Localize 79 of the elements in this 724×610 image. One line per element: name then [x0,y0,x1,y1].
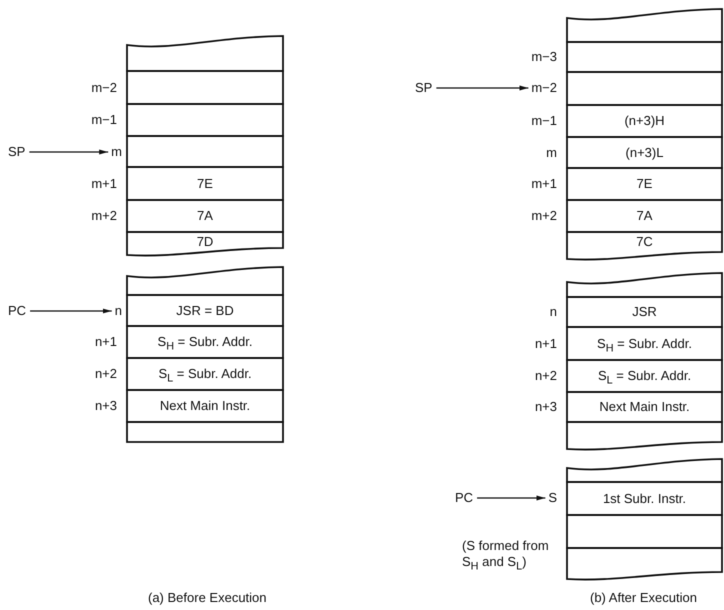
cell-value: 7A [196,208,214,224]
note-text: (S formed from S$_{H}$ and S$_{L}$) [462,538,550,575]
cell-value: 7A [636,208,654,224]
cell-value: 7C [635,234,654,250]
address-label: m+2 [530,208,557,224]
memory-cell [567,8,722,42]
address-label: n+1 [94,334,117,350]
pointer-arrow [30,308,112,314]
pointer-label: m−2 [531,80,557,96]
cell-value: Next Main Instr. [598,399,691,415]
pointer-label: n [114,303,122,319]
address-label: n+1 [534,336,557,352]
memory-cell [567,42,722,72]
memory-cell [127,200,283,232]
memory-cell [567,200,722,232]
memory-cell [567,168,722,200]
cell-value: 7E [636,176,654,192]
pointer-label: m [111,144,122,160]
address-label: m+1 [530,176,557,192]
memory-cell [567,548,722,582]
memory-cell [127,104,283,136]
pointer-label: SP [8,144,26,160]
memory-cell [127,390,283,422]
address-label: m−3 [530,49,557,65]
memory-cell [567,297,722,327]
cell-value: S$_{L}$ = Subr. Addr. [596,368,692,389]
memory-cell [567,105,722,137]
memory-cell [127,35,283,71]
memory-cell [127,358,283,390]
memory-cell [127,326,283,358]
pointer-arrow [477,496,546,500]
memory-cell [127,136,283,167]
cell-value: Next Main Instr. [158,398,252,414]
cell-value: S$_{H}$ = Subr. Addr. [156,334,254,355]
memory-cell [567,360,722,392]
address-label: m+2 [90,208,117,224]
memory-cell [127,266,283,295]
memory-cell [567,137,722,168]
cell-value: S$_{H}$ = Subr. Addr. [596,336,693,356]
pointer-label: S [548,490,557,506]
pointer-arrow [29,150,108,154]
address-label: m−1 [90,112,117,128]
memory-cell [127,295,283,326]
memory-cell [567,272,722,297]
address-label: n+3 [94,398,117,414]
memory-cell [127,232,283,258]
caption-text: (b) After Execution [590,590,697,606]
address-label: m [545,144,557,160]
memory-cell [567,515,722,548]
address-label: n+2 [534,368,557,384]
pointer-arrow [436,86,528,90]
cell-value: 7D [196,234,214,250]
address-label: n+2 [94,366,117,382]
memory-cell [567,482,722,515]
memory-cell [127,167,283,200]
cell-value: JSR = BD [175,302,235,318]
cell-value: (n+3)H [623,113,666,129]
address-label: n+3 [534,399,557,415]
memory-cell [567,72,722,105]
cell-value: (n+3)L [624,144,664,160]
address-label: m−1 [530,113,557,129]
caption-text: (a) Before Execution [148,590,267,606]
cell-value: JSR [631,304,658,320]
pointer-label: PC [455,490,474,506]
memory-cell [567,422,722,452]
pointer-label: SP [415,80,432,96]
cell-value: 1st Subr. Instr. [602,490,688,506]
memory-cell [567,458,722,482]
memory-cell [567,327,722,360]
pointer-label: PC [8,303,26,319]
memory-cell [567,392,722,422]
address-label: m−2 [90,80,117,96]
address-label: m+1 [90,176,117,192]
memory-cell [567,232,722,262]
cell-value: 7E [196,176,214,192]
memory-cell [127,71,283,104]
cell-value: S$_{L}$ = Subr. Addr. [157,366,253,387]
address-label: n [548,304,557,320]
memory-cell [127,422,283,442]
